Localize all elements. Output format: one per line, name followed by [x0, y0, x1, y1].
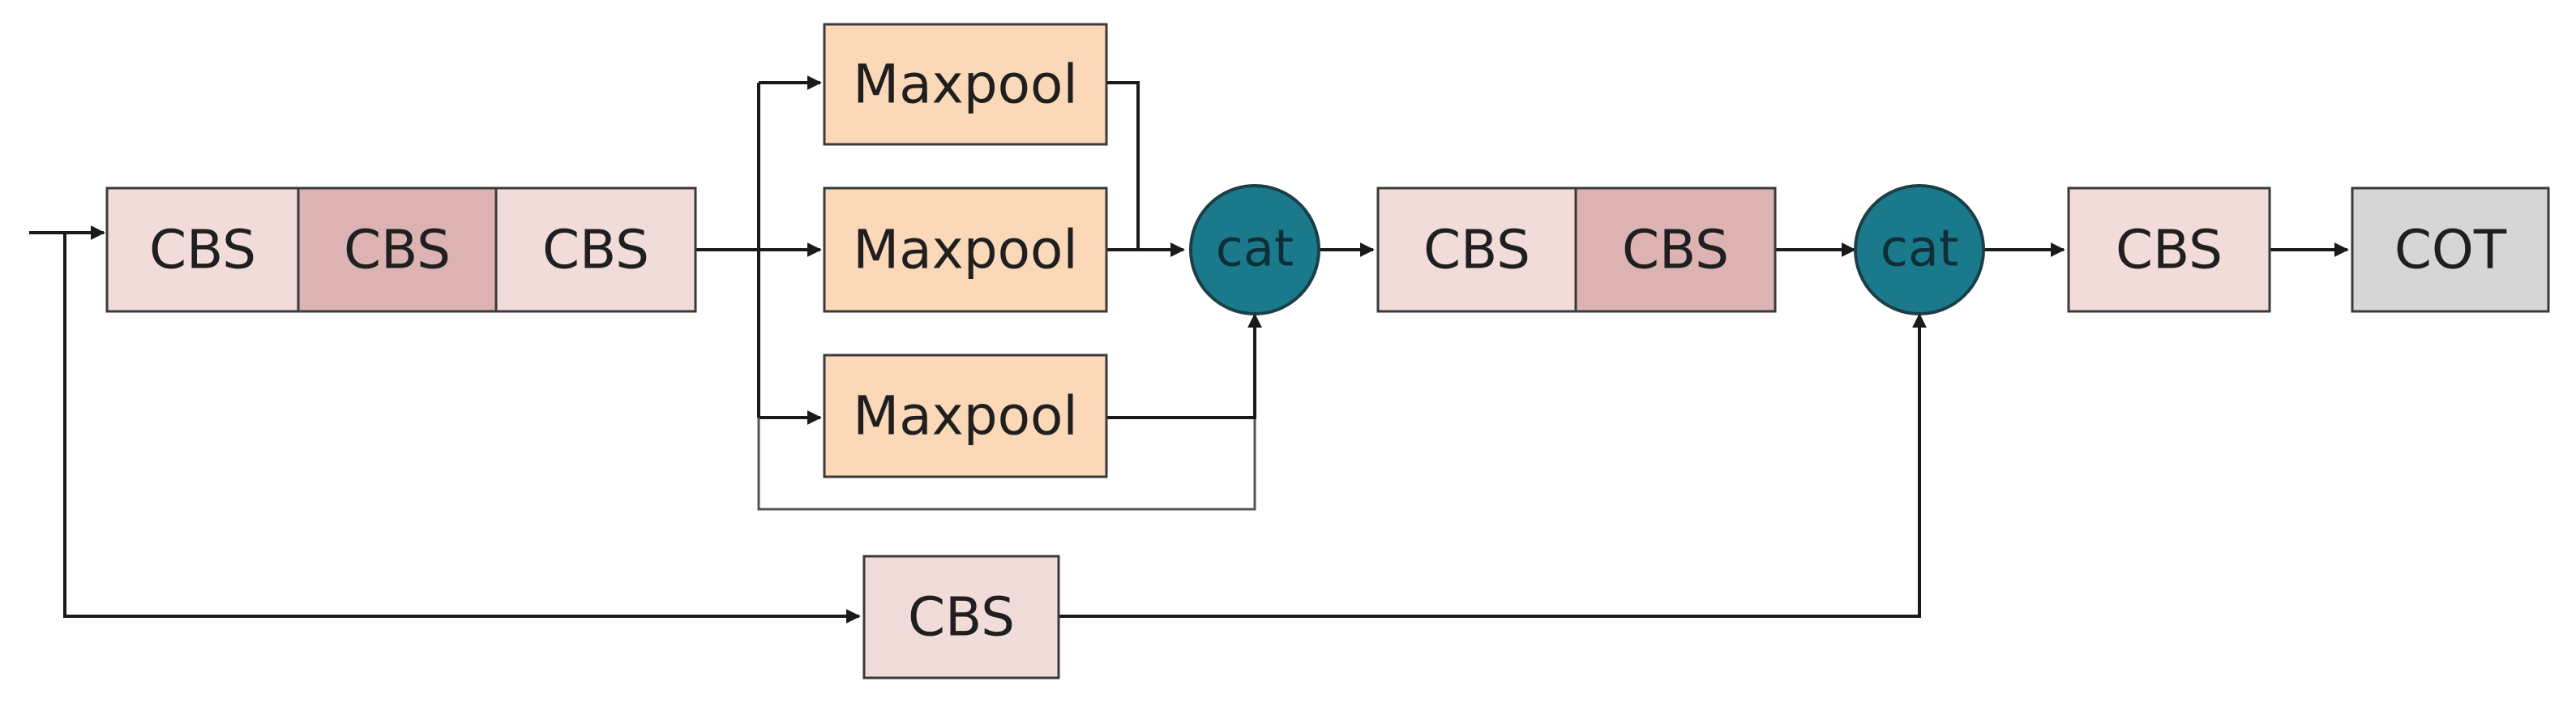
maxpool-block-2-rect — [823, 186, 1108, 313]
cat-node-2: cat — [1854, 184, 1985, 315]
cat-node-1-circle — [1189, 184, 1320, 315]
cbs-block-4-label: CBS — [1423, 219, 1530, 281]
bottom-cbs-to-cat2-line — [1059, 313, 1927, 618]
maxpool1-to-cat1 — [1106, 81, 1185, 257]
maxpool-block-3-label: Maxpool — [853, 385, 1077, 448]
cbs-block-2-rect — [297, 186, 498, 313]
cbs-block-5: CBS — [1574, 186, 1777, 313]
cbs-block-6-rect — [2067, 186, 2271, 313]
maxpool-block-1-rect — [823, 23, 1108, 146]
cbs-block-3: CBS — [494, 186, 697, 313]
maxpool-block-2: Maxpool — [823, 186, 1108, 313]
cbs-block-bottom-rect — [862, 555, 1060, 679]
cot-block-label: COT — [2394, 219, 2507, 281]
maxpool-block-2-label: Maxpool — [853, 219, 1077, 281]
maxpool-block-1: Maxpool — [823, 23, 1108, 146]
cbs-block-5-rect — [1574, 186, 1777, 313]
cbs-block-bottom-label: CBS — [908, 586, 1015, 649]
cbs-block-3-rect — [494, 186, 697, 313]
cbs-block-2: CBS — [297, 186, 498, 313]
cbs-block-2-label: CBS — [344, 219, 451, 281]
maxpool-block-3-rect — [823, 354, 1108, 478]
cat-node-2-label: cat — [1881, 219, 1958, 278]
cbs-block-6: CBS — [2067, 186, 2271, 313]
maxpool3-to-cat1 — [1106, 313, 1262, 419]
cot-block: COT — [2351, 186, 2550, 313]
connectors — [29, 75, 2349, 624]
cbs-block-4-rect — [1376, 186, 1577, 313]
cat-node-2-circle — [1854, 184, 1985, 315]
cat-node-1: cat — [1189, 184, 1320, 315]
cbs-block-3-label: CBS — [542, 219, 649, 281]
maxpool-block-1-label: Maxpool — [853, 54, 1077, 116]
cbs-block-1-rect — [105, 186, 300, 313]
cbs-block-4: CBS — [1376, 186, 1577, 313]
cbs-block-1-label: CBS — [149, 219, 256, 281]
skip-branch-line — [63, 233, 861, 624]
cbs-block-bottom: CBS — [862, 555, 1060, 679]
cbs-block-6-label: CBS — [2116, 219, 2223, 281]
cat-node-1-label: cat — [1216, 219, 1294, 278]
maxpool-block-3: Maxpool — [823, 354, 1108, 478]
cot-block-rect — [2351, 186, 2550, 313]
cbs-block-5-label: CBS — [1622, 219, 1729, 281]
cbs-block-1: CBS — [105, 186, 300, 313]
